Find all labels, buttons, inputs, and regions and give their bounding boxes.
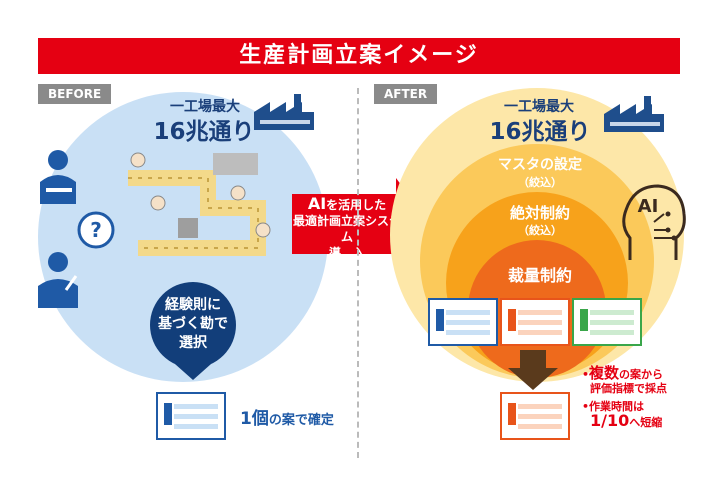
factory-icon xyxy=(604,96,664,132)
before-bubble xyxy=(150,282,236,368)
center-arrow-text: AIを活用した 最適計画立案システム 導 入 xyxy=(288,196,406,261)
ai-label: AI xyxy=(637,196,659,217)
after-ring3-label: 裁量制約 xyxy=(507,266,572,285)
divider xyxy=(357,88,359,458)
before-bubble-line2: 基づく勘で xyxy=(158,316,228,332)
bullet2-b: 1/10 xyxy=(590,411,630,430)
after-ring2-sub: （絞込） xyxy=(518,224,562,237)
after-bullets: •複数の案から 評価指標で採点 •作業時間は 1/10へ短縮 xyxy=(582,366,702,430)
arrow-line2: 最適計画立案システム xyxy=(292,214,401,244)
before-document-icon xyxy=(156,392,226,440)
person-thinking-icon xyxy=(38,252,78,308)
before-tag: BEFORE xyxy=(38,84,112,104)
down-arrow xyxy=(508,350,558,390)
bullet-2: •作業時間は xyxy=(582,400,645,413)
svg-text:?: ? xyxy=(90,218,102,242)
after-document-green xyxy=(572,298,642,346)
after-ring1-sub: （絞込） xyxy=(518,176,562,189)
arrow-line3: 導 入 xyxy=(328,246,365,260)
before-bubble-line1: 経験則に xyxy=(165,297,221,313)
person-laptop-icon xyxy=(40,150,76,204)
after-document-orange xyxy=(500,298,570,346)
before-bubble-text: 経験則に 基づく勘で 選択 xyxy=(150,296,236,353)
bullet2-c: へ短縮 xyxy=(629,416,663,429)
after-ring1-label: マスタの設定 xyxy=(498,157,582,173)
page-title: 生産計画立案イメージ xyxy=(38,38,680,74)
bullet1-b: の案から xyxy=(619,368,664,381)
ai-head-icon xyxy=(622,184,686,260)
bullet1-c: 評価指標で採点 xyxy=(590,382,667,395)
bullet2-a: 作業時間は xyxy=(589,400,645,413)
after-headline-small: 一工場最大 xyxy=(504,99,574,115)
before-headline-big: 16兆通り xyxy=(153,119,255,145)
bullet-1: •複数の案から xyxy=(582,364,664,382)
before-bubble-pointer xyxy=(175,364,211,380)
factory-icon xyxy=(254,94,314,130)
bullet2-line2: 1/10へ短縮 xyxy=(582,411,702,430)
after-ring2-label: 絶対制約 xyxy=(509,204,570,222)
before-result-num: 1個 xyxy=(240,409,269,429)
after-tag: AFTER xyxy=(374,84,438,104)
arrow-line1: を活用した xyxy=(326,198,387,212)
after-headline-big: 16兆通り xyxy=(489,119,591,145)
arrow-ai: AI xyxy=(307,194,327,213)
before-result: 1個の案で確定 xyxy=(240,404,334,429)
before-result-rest: の案で確定 xyxy=(268,413,334,428)
conveyor-illustration xyxy=(128,152,271,256)
bullet1-a: 複数 xyxy=(589,364,620,382)
before-headline-small: 一工場最大 xyxy=(170,99,240,115)
before-bubble-line3: 選択 xyxy=(179,335,207,351)
after-selected-document xyxy=(500,392,570,440)
after-document-blue xyxy=(428,298,498,346)
question-icon: ? xyxy=(77,211,115,249)
